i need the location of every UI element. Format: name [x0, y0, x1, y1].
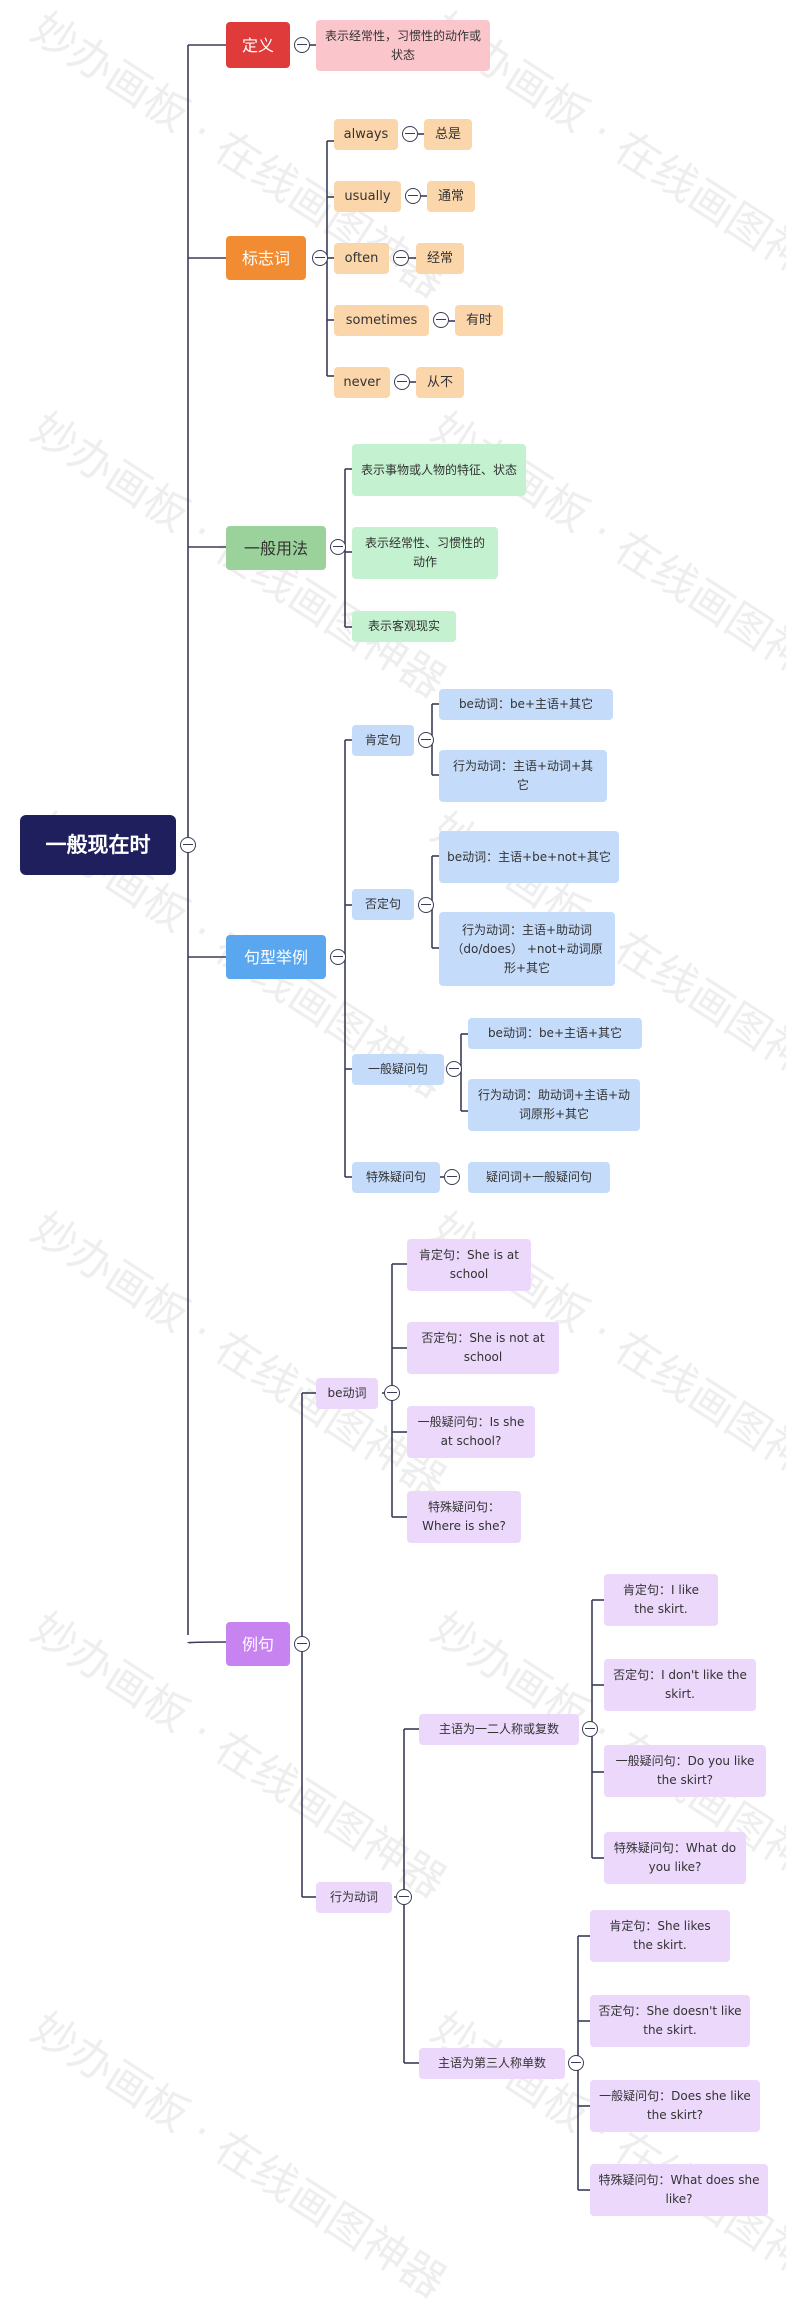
example-sentence[interactable]: 特殊疑问句：Where is she?: [407, 1491, 521, 1543]
collapse-toggle-icon[interactable]: [393, 250, 409, 266]
collapse-toggle-icon[interactable]: [568, 2055, 584, 2071]
collapse-toggle-icon[interactable]: [394, 374, 410, 390]
topic-signal-words[interactable]: 标志词: [226, 236, 306, 280]
collapse-toggle-icon[interactable]: [446, 1061, 462, 1077]
collapse-toggle-icon[interactable]: [396, 1889, 412, 1905]
signal-word-zh[interactable]: 从不: [416, 367, 464, 398]
pattern-action[interactable]: 行为动词：主语+动词+其它: [439, 750, 607, 802]
pattern-special-text[interactable]: 疑问词+一般疑问句: [468, 1162, 610, 1193]
signal-word-en[interactable]: sometimes: [334, 305, 429, 336]
usage-item[interactable]: 表示客观现实: [352, 611, 456, 642]
root-topic[interactable]: 一般现在时: [20, 815, 176, 875]
collapse-toggle-icon[interactable]: [180, 837, 196, 853]
collapse-toggle-icon[interactable]: [418, 732, 434, 748]
example-sentence[interactable]: 一般疑问句：Does she like the skirt?: [590, 2080, 760, 2132]
definition-text[interactable]: 表示经常性，习惯性的动作或状态: [316, 20, 490, 71]
pattern-action[interactable]: 行为动词：主语+助动词（do/does） +not+动词原形+其它: [439, 912, 615, 986]
collapse-toggle-icon[interactable]: [444, 1169, 460, 1185]
collapse-toggle-icon[interactable]: [402, 126, 418, 142]
signal-word-en[interactable]: often: [334, 243, 389, 274]
pattern-affirmative[interactable]: 肯定句: [352, 725, 414, 756]
pattern-special-question[interactable]: 特殊疑问句: [352, 1162, 440, 1193]
collapse-toggle-icon[interactable]: [312, 250, 328, 266]
usage-item[interactable]: 表示事物或人物的特征、状态: [352, 444, 526, 496]
pattern-be[interactable]: be动词：主语+be+not+其它: [439, 831, 619, 883]
collapse-toggle-icon[interactable]: [330, 949, 346, 965]
example-sentence[interactable]: 一般疑问句：Is she at school?: [407, 1406, 535, 1458]
pattern-general-question[interactable]: 一般疑问句: [352, 1054, 444, 1085]
pattern-negative[interactable]: 否定句: [352, 889, 414, 920]
topic-usage[interactable]: 一般用法: [226, 526, 326, 570]
example-action-verb[interactable]: 行为动词: [316, 1882, 392, 1913]
topic-examples[interactable]: 例句: [226, 1622, 290, 1666]
pattern-action[interactable]: 行为动词：助动词+主语+动词原形+其它: [468, 1079, 640, 1131]
collapse-toggle-icon[interactable]: [418, 897, 434, 913]
example-sentence[interactable]: 否定句：She is not at school: [407, 1322, 559, 1374]
example-sentence[interactable]: 否定句：She doesn't like the skirt.: [590, 1995, 750, 2047]
example-sentence[interactable]: 肯定句：She is at school: [407, 1239, 531, 1291]
collapse-toggle-icon[interactable]: [582, 1721, 598, 1737]
collapse-toggle-icon[interactable]: [384, 1385, 400, 1401]
example-sentence[interactable]: 肯定句：I like the skirt.: [604, 1574, 718, 1626]
signal-word-en[interactable]: always: [334, 119, 398, 150]
collapse-toggle-icon[interactable]: [294, 1636, 310, 1652]
pattern-be[interactable]: be动词：be+主语+其它: [468, 1018, 642, 1049]
example-sentence[interactable]: 否定句：I don't like the skirt.: [604, 1659, 756, 1711]
signal-word-zh[interactable]: 通常: [427, 181, 475, 212]
collapse-toggle-icon[interactable]: [405, 188, 421, 204]
usage-item[interactable]: 表示经常性、习惯性的动作: [352, 527, 498, 579]
signal-word-zh[interactable]: 有时: [455, 305, 503, 336]
example-subject-first-second[interactable]: 主语为一二人称或复数: [419, 1714, 579, 1745]
signal-word-zh[interactable]: 总是: [424, 119, 472, 150]
signal-word-en[interactable]: usually: [334, 181, 401, 212]
collapse-toggle-icon[interactable]: [433, 312, 449, 328]
example-sentence[interactable]: 特殊疑问句：What does she like?: [590, 2164, 768, 2216]
example-sentence[interactable]: 肯定句：She likes the skirt.: [590, 1910, 730, 1962]
example-sentence[interactable]: 特殊疑问句：What do you like?: [604, 1832, 746, 1884]
topic-sentence-patterns[interactable]: 句型举例: [226, 935, 326, 979]
example-be-verb[interactable]: be动词: [316, 1378, 378, 1409]
signal-word-zh[interactable]: 经常: [416, 243, 464, 274]
collapse-toggle-icon[interactable]: [294, 37, 310, 53]
pattern-be[interactable]: be动词：be+主语+其它: [439, 689, 613, 720]
signal-word-en[interactable]: never: [334, 367, 390, 398]
topic-definition[interactable]: 定义: [226, 22, 290, 68]
example-sentence[interactable]: 一般疑问句：Do you like the skirt?: [604, 1745, 766, 1797]
collapse-toggle-icon[interactable]: [330, 539, 346, 555]
example-subject-third-singular[interactable]: 主语为第三人称单数: [419, 2048, 565, 2079]
